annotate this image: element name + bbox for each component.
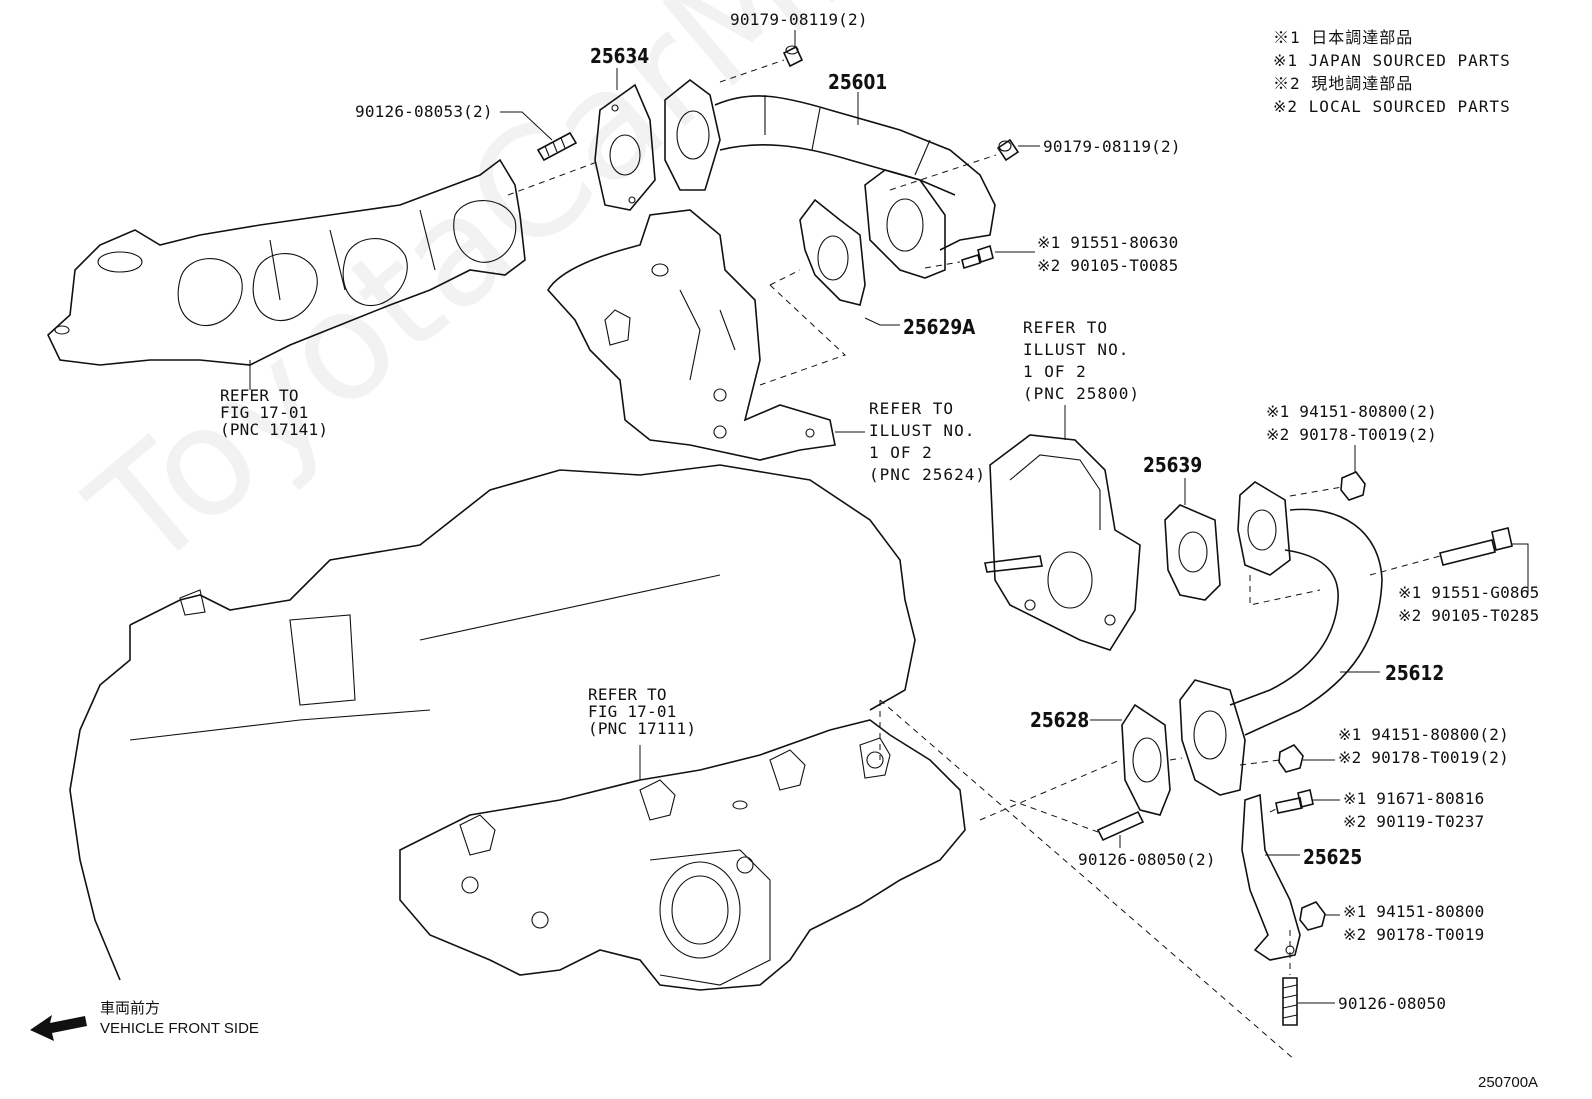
front-side-en: VEHICLE FRONT SIDE — [100, 1020, 259, 1037]
bolt-91551-80630 — [961, 244, 994, 270]
note-local-sourced-en: ※2 LOCAL SOURCED PARTS — [1273, 97, 1511, 116]
nut-94151-upper — [1340, 471, 1366, 501]
egr-pipe-25601 — [664, 78, 996, 279]
refer-fig-17141: REFER TO FIG 17-01 (PNC 17141) — [220, 386, 329, 439]
stud-90126-08050 — [1282, 977, 1298, 1026]
label-91551-80630: ※1 91551-80630 — [1037, 233, 1179, 252]
exhaust-housing — [547, 209, 836, 461]
bracket-25625 — [1241, 793, 1301, 961]
gasket-25629a — [799, 198, 866, 306]
bolt-90179-right — [996, 138, 1020, 162]
refer-illust-25624: REFER TO ILLUST NO. 1 OF 2 (PNC 25624) — [869, 399, 986, 484]
label-90178-t0019-2a: ※2 90178-T0019(2) — [1266, 425, 1437, 444]
label-25639: 25639 — [1143, 453, 1203, 477]
egr-valve-assembly — [984, 434, 1141, 651]
bolt-91551-g0865 — [1439, 527, 1513, 566]
bolt-91671-80816 — [1275, 789, 1314, 814]
front-side-jp: 車両前方 — [100, 1000, 161, 1017]
refer-fig-17111: REFER TO FIG 17-01 (PNC 17111) — [588, 685, 697, 738]
nut-94151-middle — [1278, 743, 1304, 773]
leader-lines — [249, 30, 1529, 1004]
bolt-90179-top — [782, 45, 804, 68]
gasket-25634 — [594, 83, 656, 211]
label-25612: 25612 — [1385, 661, 1445, 685]
note-local-sourced-jp: ※2 現地調達部品 — [1273, 74, 1414, 93]
refer-illust-25800: REFER TO ILLUST NO. 1 OF 2 (PNC 25800) — [1023, 318, 1140, 403]
label-94151-80800-2a: ※1 94151-80800(2) — [1266, 402, 1437, 421]
label-90179-08119-right: 90179-08119(2) — [1043, 137, 1181, 156]
label-25628: 25628 — [1030, 708, 1090, 732]
dashed-lines — [507, 59, 1441, 1061]
stud-90126-08050-pair — [1096, 810, 1145, 842]
label-90126-08050-2: 90126-08050(2) — [1078, 850, 1216, 869]
intake-manifold — [399, 719, 966, 991]
engine-block — [69, 464, 916, 981]
label-94151-80800-2b: ※1 94151-80800(2) — [1338, 725, 1509, 744]
label-94151-80800: ※1 94151-80800 — [1343, 902, 1485, 921]
gasket-25628 — [1121, 703, 1171, 816]
label-90179-08119-top: 90179-08119(2) — [730, 10, 868, 29]
exhaust-manifold — [47, 158, 526, 366]
label-90119-t0237: ※2 90119-T0237 — [1343, 812, 1485, 831]
note-japan-sourced-jp: ※1 日本調達部品 — [1273, 28, 1414, 47]
label-90105-t0085: ※2 90105-T0085 — [1037, 256, 1179, 275]
label-91671-80816: ※1 91671-80816 — [1343, 789, 1485, 808]
label-90126-08053: 90126-08053(2) — [355, 102, 493, 121]
label-90126-08050: 90126-08050 — [1338, 994, 1447, 1013]
label-90105-t0285: ※2 90105-T0285 — [1398, 606, 1540, 625]
front-arrow-icon — [30, 1015, 87, 1041]
figure-code: 250700A — [1478, 1074, 1539, 1091]
label-25634: 25634 — [590, 44, 650, 68]
label-25625: 25625 — [1303, 845, 1363, 869]
label-25601: 25601 — [828, 70, 888, 94]
stud-90126-08053 — [536, 131, 578, 162]
label-25629a: 25629A — [903, 315, 976, 339]
note-japan-sourced-en: ※1 JAPAN SOURCED PARTS — [1273, 51, 1511, 70]
gasket-25639 — [1164, 504, 1221, 601]
label-91551-g0865: ※1 91551-G0865 — [1398, 583, 1540, 602]
nut-94151-lower — [1299, 901, 1326, 931]
label-90178-t0019: ※2 90178-T0019 — [1343, 925, 1485, 944]
label-90178-t0019-2b: ※2 90178-T0019(2) — [1338, 748, 1509, 767]
egr-pipe-25612 — [1179, 481, 1383, 796]
